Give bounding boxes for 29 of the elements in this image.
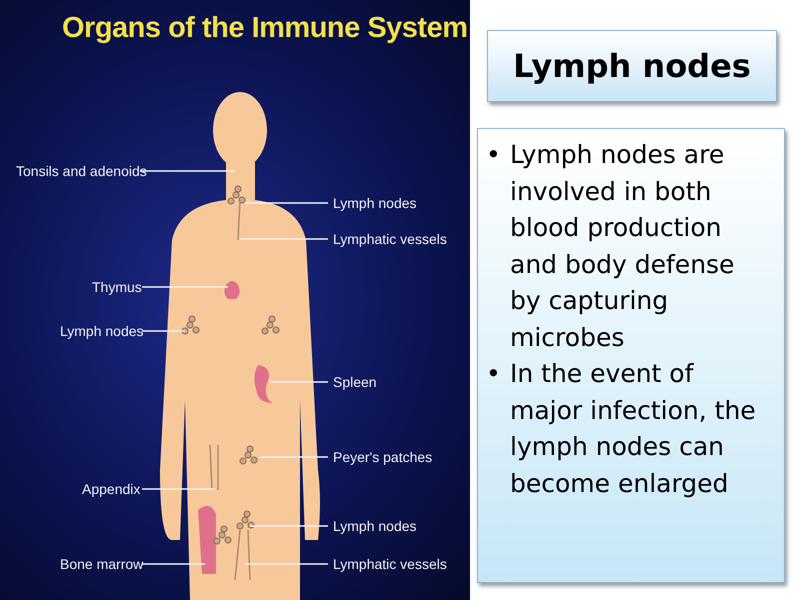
leader-line bbox=[245, 202, 328, 204]
part-label: Lymph nodes bbox=[333, 194, 417, 212]
part-label: Lymphatic vessels bbox=[333, 230, 447, 248]
part-label: Lymph nodes bbox=[60, 322, 144, 340]
part-label: Thymus bbox=[92, 278, 142, 296]
text-box bbox=[477, 128, 785, 583]
bullet-marker: • bbox=[486, 139, 501, 171]
diagram-title: Organs of the Immune System bbox=[62, 12, 468, 45]
part-label: Appendix bbox=[82, 480, 140, 498]
leader-line bbox=[240, 238, 328, 240]
leader-line bbox=[260, 456, 328, 458]
part-label: Lymph nodes bbox=[333, 517, 417, 535]
part-label: Spleen bbox=[333, 373, 377, 391]
leader-line bbox=[140, 170, 235, 172]
part-label: Peyer's patches bbox=[333, 448, 432, 466]
leader-line bbox=[142, 330, 185, 332]
leader-line bbox=[142, 563, 205, 565]
part-label: Bone marrow bbox=[60, 555, 144, 573]
leader-line bbox=[142, 286, 228, 288]
leader-line bbox=[245, 563, 328, 565]
leader-line bbox=[250, 525, 328, 527]
leader-line bbox=[142, 488, 215, 490]
bullet-text: Lymph nodes are involved in both blood production and body defense by capturing microbes bbox=[510, 139, 736, 354]
leader-line bbox=[270, 381, 328, 383]
part-label: Tonsils and adenoids bbox=[16, 162, 147, 180]
bullet-marker: • bbox=[486, 358, 501, 390]
part-label: Lymphatic vessels bbox=[333, 555, 447, 573]
heading-box: Lymph nodes bbox=[487, 30, 777, 102]
bullet-text: In the event of major infection, the lymph nodes can become enlarged bbox=[510, 358, 757, 500]
